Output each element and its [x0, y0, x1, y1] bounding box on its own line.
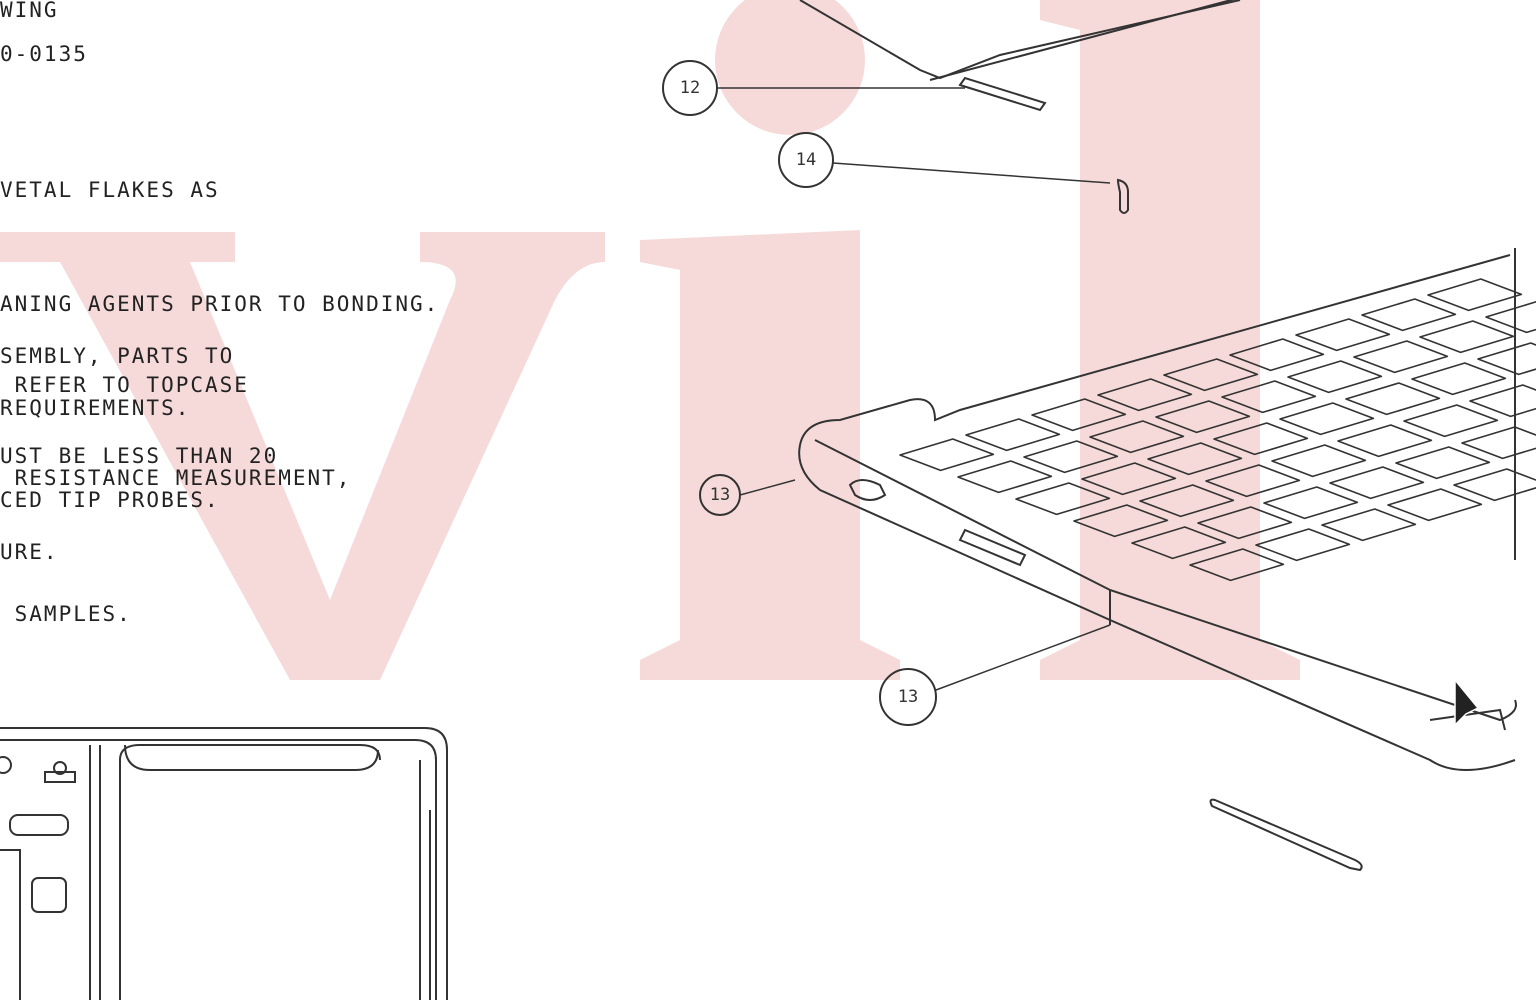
key-cutout [1031, 398, 1127, 432]
key-cutout [1073, 504, 1169, 538]
key-cutout [1387, 488, 1483, 522]
key-cutout [1453, 468, 1536, 502]
key-cutout [1329, 466, 1425, 500]
key-cutout [1131, 526, 1227, 560]
callout-label-13: 13 [709, 485, 731, 505]
topcase [798, 248, 1517, 771]
key-cutout [1411, 362, 1507, 396]
key-cutout [1255, 528, 1351, 562]
key-cutout [1419, 320, 1515, 354]
watermark-letter-l [1040, 0, 1300, 680]
key-cutout [1427, 278, 1523, 312]
note-line: REFER TO TOPCASE [0, 373, 249, 397]
key-cutout [1213, 422, 1309, 456]
loose-strip [1209, 798, 1363, 872]
key-cutout [1469, 384, 1536, 418]
key-cutout [1461, 426, 1536, 460]
key-cutout [1081, 462, 1177, 496]
key-cutout [1197, 506, 1293, 540]
key-cutout [1361, 298, 1457, 332]
key-cutout [965, 418, 1061, 452]
key-cutout [1395, 446, 1491, 480]
note-line: UST BE LESS THAN 20 [0, 444, 279, 468]
note-line: WING [0, 0, 59, 22]
note-line: URE. [0, 540, 59, 564]
callout-label-13: 13 [897, 687, 919, 707]
note-line: CED TIP PROBES. [0, 488, 220, 512]
note-line: SEMBLY, PARTS TO [0, 344, 235, 368]
key-cutout [1139, 484, 1235, 518]
note-line: ANING AGENTS PRIOR TO BONDING. [0, 292, 440, 316]
callout-12 [662, 60, 965, 116]
key-cutout [1279, 402, 1375, 436]
key-cutout [1097, 378, 1193, 412]
key-cutout [1403, 404, 1499, 438]
key-cutout [1189, 548, 1285, 582]
cursor-icon [1454, 677, 1480, 727]
callout-label-14: 14 [795, 150, 817, 170]
key-cutout [1353, 340, 1449, 374]
upper-part [799, 0, 1241, 112]
note-line: SAMPLES. [0, 602, 132, 626]
key-cutout [1023, 440, 1119, 474]
watermark-letter-i-dot [715, 0, 865, 135]
watermark-letter-i [640, 230, 900, 680]
bottom-view [0, 727, 448, 1000]
callout-14 [778, 132, 1129, 214]
key-cutout [1147, 442, 1243, 476]
callout-label-12: 12 [679, 78, 701, 98]
note-line: VETAL FLAKES AS [0, 178, 220, 202]
note-line: 0-0135 [0, 42, 88, 66]
key-cutout [1155, 400, 1251, 434]
key-cutout [1271, 444, 1367, 478]
key-cutout [1287, 360, 1383, 394]
key-cutout [1263, 486, 1359, 520]
key-cutout [957, 460, 1053, 494]
key-cutout [1477, 342, 1536, 376]
key-cutout [1485, 301, 1536, 334]
key-cutout [1089, 420, 1185, 454]
callout-13b [879, 624, 1111, 726]
key-cutout [1163, 358, 1259, 392]
key-cutout [899, 438, 995, 472]
note-line: REQUIREMENTS. [0, 396, 191, 420]
key-cutout [1229, 338, 1325, 372]
key-cutout [1221, 380, 1317, 414]
callout-13a [699, 474, 796, 516]
note-line: RESISTANCE MEASUREMENT, [0, 466, 352, 490]
watermark-letter-v [0, 232, 605, 680]
key-cutout [1345, 382, 1441, 416]
key-cutout [1321, 508, 1417, 542]
key-cutout [1015, 482, 1111, 516]
key-cutout [1205, 464, 1301, 498]
key-cutout [1337, 424, 1433, 458]
keyboard-grid [899, 278, 1536, 582]
key-cutout [1295, 318, 1391, 352]
